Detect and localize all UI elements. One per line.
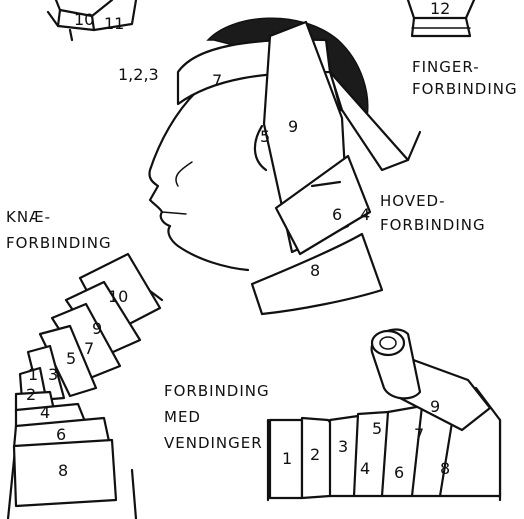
turns-num-2: 2: [310, 445, 320, 464]
knee-num-9: 9: [92, 319, 102, 338]
knee-num-1: 1: [28, 365, 38, 384]
turns-bandage-drawing: 1 2 3 4 5 6 7 8 9: [268, 329, 500, 500]
knee-num-5: 5: [66, 349, 76, 368]
head-label-line2: FORBINDING: [380, 216, 486, 234]
knee-num-3: 3: [48, 365, 58, 384]
turns-num-6: 6: [394, 463, 404, 482]
head-num-5: 5: [260, 127, 270, 146]
turns-label-line2: MED: [164, 408, 201, 426]
head-bandage-drawing: 7 5 9 6 4 8 1,2,3: [118, 18, 420, 314]
knee-num-6: 6: [56, 425, 66, 444]
knee-num-2: 2: [26, 385, 36, 404]
knee-num-10: 10: [108, 287, 128, 306]
head-label-line1: HOVED-: [380, 192, 446, 210]
finger-num-11: 11: [104, 14, 124, 33]
knee-label-line2: FORBINDING: [6, 234, 112, 252]
turns-num-5: 5: [372, 419, 382, 438]
knee-label-line1: KNÆ-: [6, 208, 51, 226]
turns-label-line1: FORBINDING: [164, 382, 270, 400]
turns-num-8: 8: [440, 459, 450, 478]
finger-label-line1: FINGER-: [412, 58, 480, 76]
head-num-123: 1,2,3: [118, 65, 159, 84]
knee-num-4: 4: [40, 403, 50, 422]
finger-num-12: 12: [430, 0, 450, 18]
head-num-9: 9: [288, 117, 298, 136]
head-num-7: 7: [212, 71, 222, 90]
head-num-6: 6: [332, 205, 342, 224]
turns-num-4: 4: [360, 459, 370, 478]
turns-num-3: 3: [338, 437, 348, 456]
head-num-8: 8: [310, 261, 320, 280]
finger-label-line2: FORBINDING: [412, 80, 518, 98]
knee-bandage-drawing: 10 9 7 5 3 1 2 4 6 8: [8, 254, 162, 519]
turns-num-9: 9: [430, 397, 440, 416]
turns-num-1: 1: [282, 449, 292, 468]
finger-num-10: 10: [74, 10, 94, 29]
turns-num-7: 7: [414, 425, 424, 444]
knee-num-7: 7: [84, 339, 94, 358]
knee-num-8: 8: [58, 461, 68, 480]
head-num-4: 4: [360, 205, 370, 224]
turns-label-line3: VENDINGER: [164, 434, 263, 452]
